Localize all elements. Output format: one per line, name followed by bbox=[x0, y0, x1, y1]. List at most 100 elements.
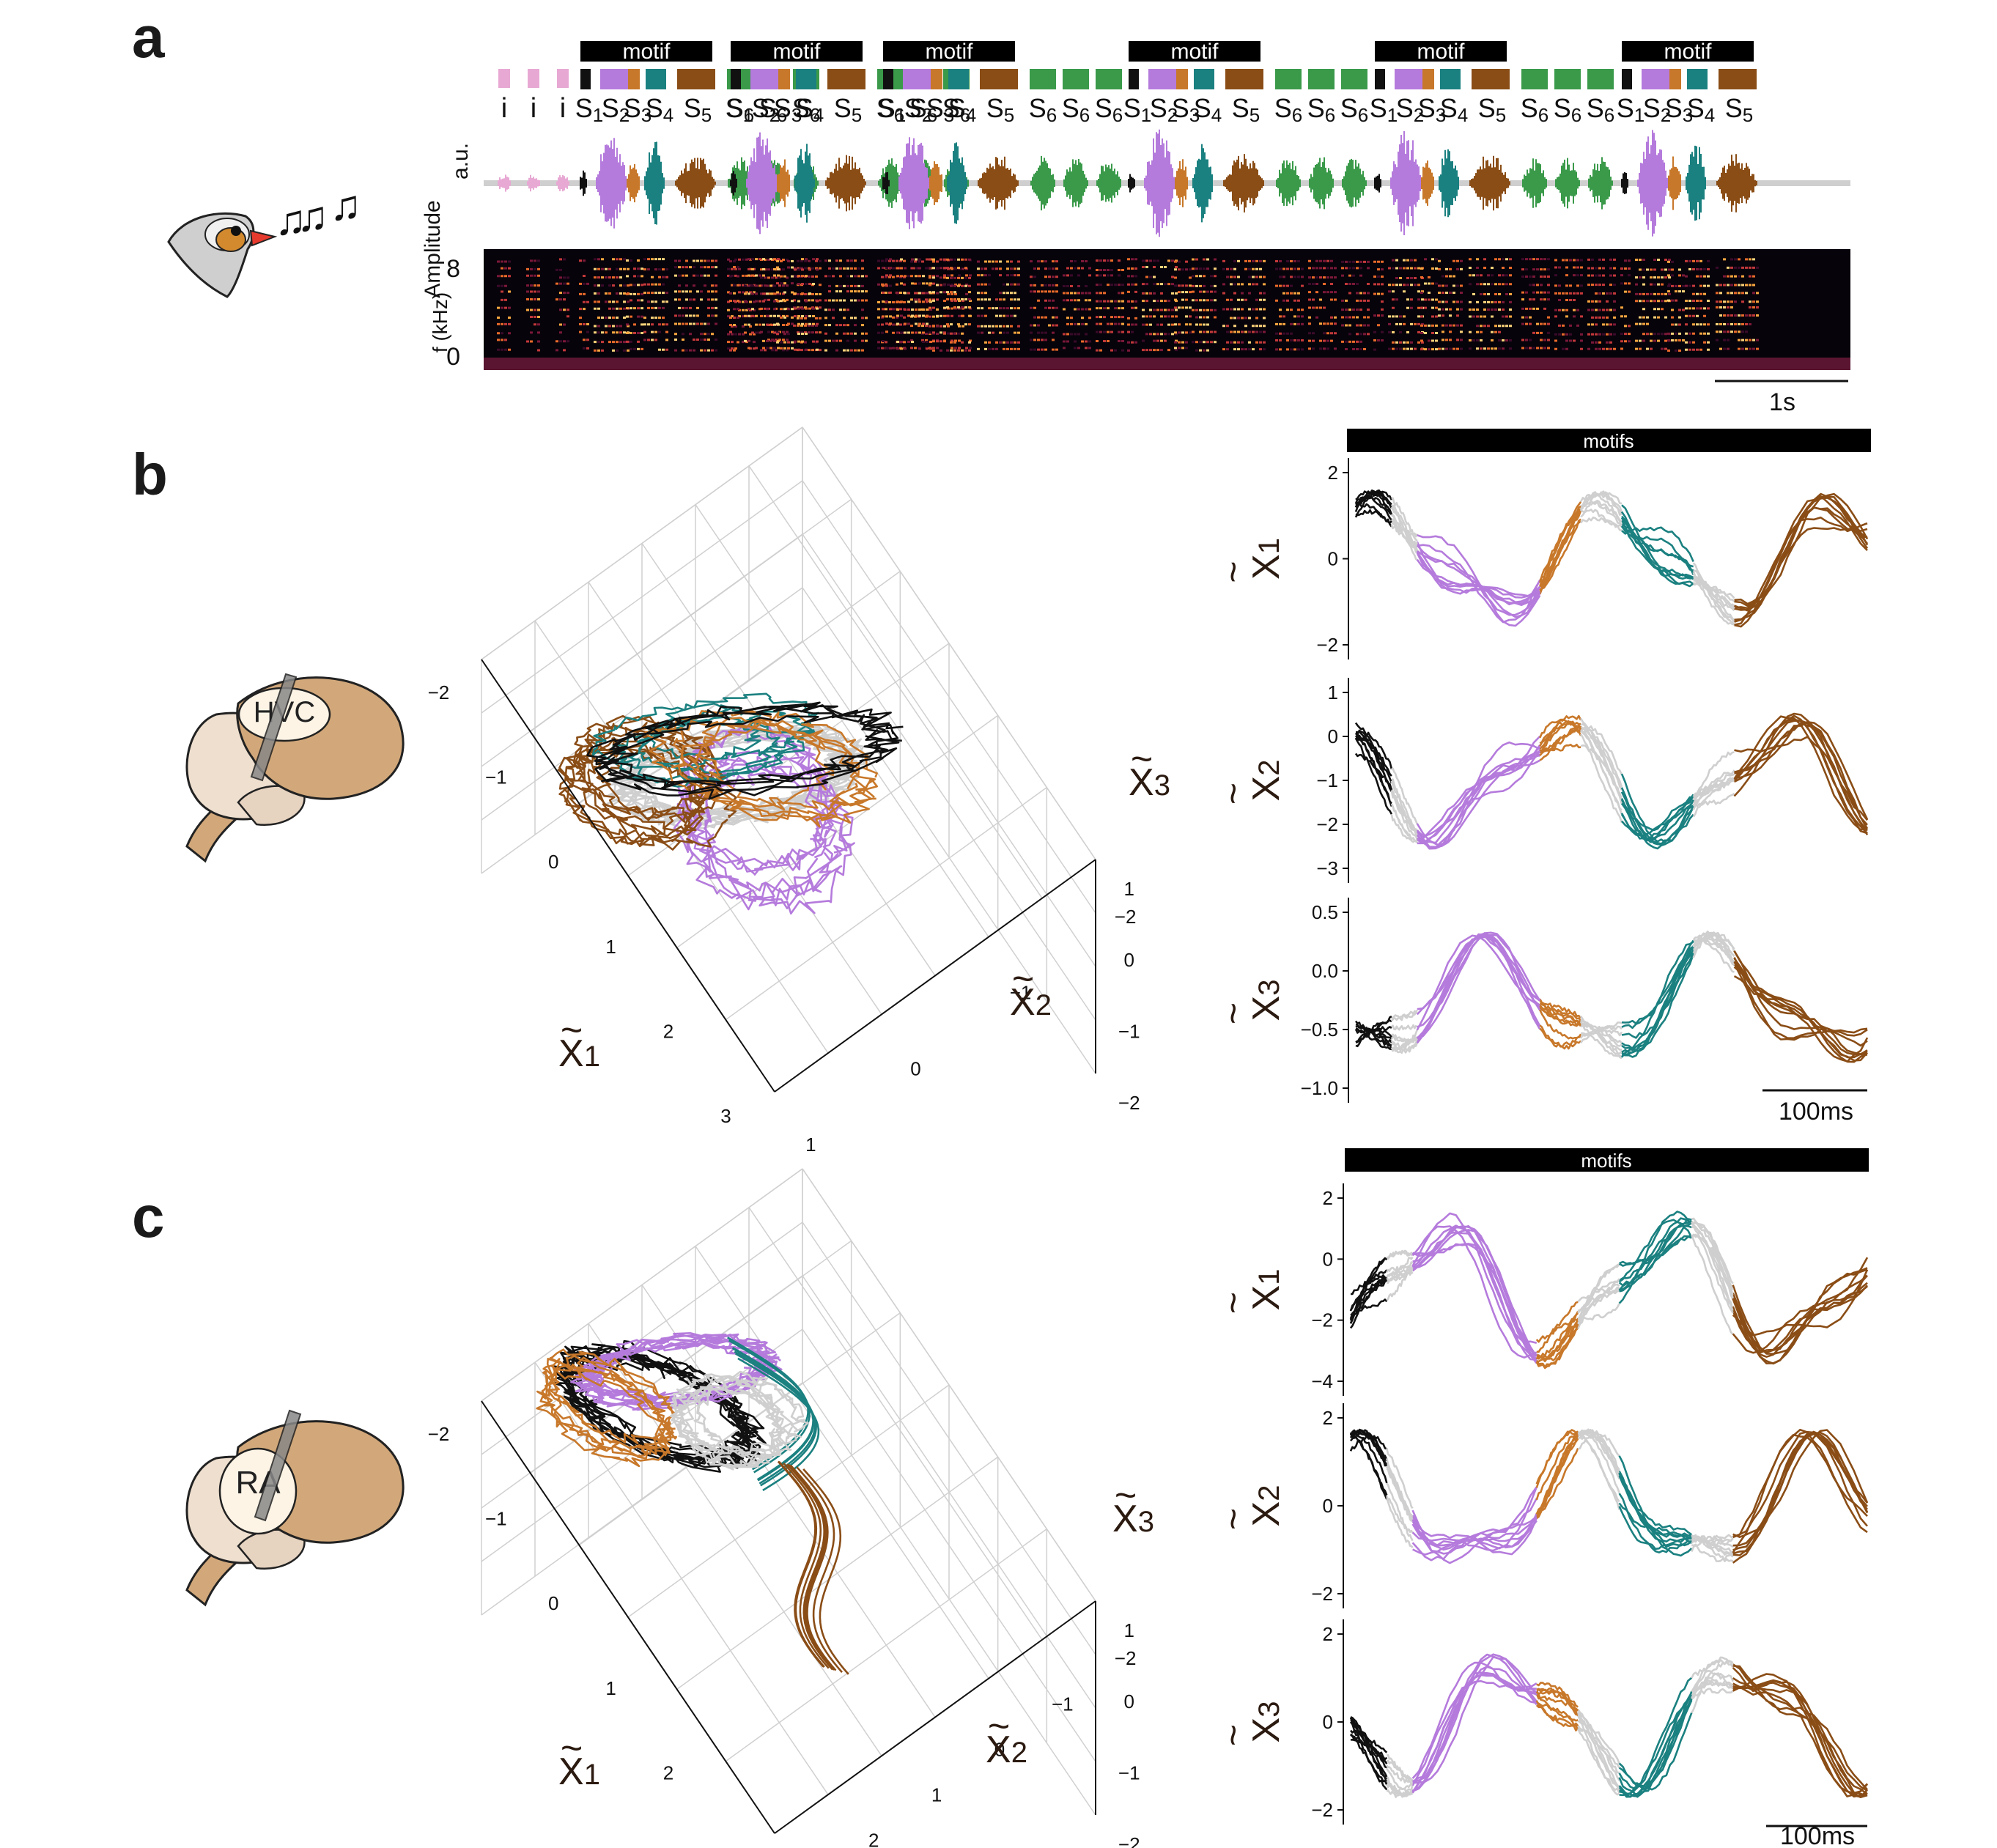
grid-wall bbox=[481, 426, 803, 660]
tick-3d-x2: −2 bbox=[1115, 906, 1137, 928]
trace-tick-label: 0 bbox=[1323, 1248, 1333, 1270]
s6-label: S6 bbox=[1029, 93, 1057, 126]
trace-segment bbox=[1536, 1301, 1579, 1353]
axis-x2 bbox=[774, 1600, 1096, 1834]
trace-variable-tilde: ~ bbox=[1212, 561, 1255, 583]
trace-segment bbox=[1390, 1038, 1418, 1049]
s4-box bbox=[948, 69, 969, 89]
motifs-bar-b-label: motifs bbox=[1583, 430, 1634, 452]
trace-segment bbox=[1618, 1211, 1693, 1304]
spectrogram-harmonics bbox=[1345, 292, 1362, 327]
s5-label: S5 bbox=[1232, 93, 1260, 126]
trace-segment bbox=[1732, 1268, 1868, 1364]
trace-segment bbox=[1349, 1433, 1387, 1452]
trace-segment bbox=[1539, 1002, 1581, 1026]
trace-segment bbox=[1732, 1430, 1868, 1538]
trace-segment bbox=[1692, 751, 1735, 800]
waveform-syllable bbox=[1192, 144, 1213, 223]
trace-segment bbox=[1350, 1716, 1388, 1784]
trace-segment bbox=[1349, 1432, 1388, 1484]
trace-segment bbox=[1621, 953, 1694, 1051]
trace-segment bbox=[1350, 1733, 1388, 1786]
tick-3d-x1: −1 bbox=[485, 1508, 507, 1530]
grid-wall bbox=[802, 1328, 1096, 1762]
spectrogram-harmonics bbox=[597, 258, 622, 352]
trace-segment bbox=[1691, 1660, 1734, 1714]
trace-segment bbox=[1579, 491, 1623, 513]
trace-segment bbox=[1621, 951, 1694, 1039]
tick-3d-x3: −2 bbox=[1118, 1092, 1140, 1114]
trace-segment bbox=[1386, 1458, 1414, 1520]
spectrogram-harmonics bbox=[1424, 258, 1438, 351]
trace-segment bbox=[1733, 957, 1868, 1041]
waveform-syllable bbox=[527, 174, 540, 192]
waveform-syllable bbox=[1668, 156, 1681, 210]
trace-segment bbox=[1416, 550, 1541, 606]
trace-segment bbox=[1732, 1679, 1868, 1798]
spectrogram-harmonics bbox=[1438, 259, 1463, 350]
syllable-boxes bbox=[498, 69, 1757, 89]
trace-segment bbox=[1618, 1712, 1693, 1791]
s1-label: S1 bbox=[1370, 93, 1398, 126]
trace-segment bbox=[1386, 1256, 1414, 1278]
spectrogram-harmonics bbox=[1476, 258, 1512, 350]
spectrogram-harmonics bbox=[534, 259, 540, 270]
spectrogram-harmonics bbox=[643, 276, 668, 351]
s4-box bbox=[1687, 69, 1708, 89]
s4-box bbox=[1440, 69, 1461, 89]
spectrogram-harmonics bbox=[583, 282, 589, 350]
trace-segment bbox=[1539, 720, 1582, 747]
motif-bar-label: motif bbox=[622, 40, 671, 64]
trace-segment bbox=[1411, 1661, 1538, 1779]
trace-segment bbox=[1349, 1430, 1388, 1462]
trajectory-s1 bbox=[599, 714, 902, 800]
trace-segment bbox=[1577, 1432, 1620, 1503]
trace-segment bbox=[1732, 1429, 1869, 1538]
s6-label: S6 bbox=[1062, 93, 1090, 126]
s2-box bbox=[600, 69, 628, 89]
grid-wall bbox=[802, 1168, 1096, 1602]
spectrogram-harmonics bbox=[1420, 276, 1438, 342]
trajectory-s3 bbox=[671, 717, 860, 820]
trajectory-s5 bbox=[778, 1460, 825, 1668]
trace-segment bbox=[1386, 1448, 1414, 1509]
trace-tick-label: −4 bbox=[1311, 1370, 1333, 1392]
trace-segment bbox=[1734, 736, 1869, 835]
motifs-bar-b bbox=[1347, 429, 1871, 452]
trace-variable-tilde: ~ bbox=[1212, 1724, 1255, 1746]
spectrogram-harmonics bbox=[727, 258, 756, 344]
trace-segment bbox=[1535, 1430, 1579, 1488]
spectrogram-harmonics bbox=[526, 298, 540, 318]
trajectory-gap bbox=[696, 1376, 809, 1459]
trace-segment bbox=[1580, 1021, 1623, 1044]
trace-segment bbox=[1692, 792, 1735, 807]
s2-box bbox=[750, 69, 778, 89]
trace-segment bbox=[1349, 1257, 1388, 1321]
s5-label: S5 bbox=[834, 93, 862, 126]
s5-box bbox=[1719, 69, 1757, 89]
trace-segment bbox=[1417, 544, 1541, 624]
trace-segment bbox=[1354, 737, 1393, 815]
tick-3d-x3: 1 bbox=[1124, 1619, 1134, 1641]
s5-box bbox=[677, 69, 715, 89]
trace-tick-label: −2 bbox=[1311, 1309, 1333, 1331]
spectrogram-harmonics bbox=[1192, 258, 1217, 344]
waveform-syllable bbox=[596, 138, 628, 229]
spectrogram-harmonics bbox=[1033, 316, 1055, 327]
svg-text:♫: ♫ bbox=[330, 182, 362, 229]
grid-wall bbox=[481, 533, 803, 767]
tick-3d-x3: 1 bbox=[1124, 878, 1134, 900]
trace-tick-label: 2 bbox=[1323, 1623, 1333, 1645]
trace-segment bbox=[1732, 1269, 1869, 1337]
spectrogram-harmonics bbox=[977, 260, 1020, 350]
trajectory-s4 bbox=[737, 1357, 820, 1492]
waveform-syllable bbox=[1439, 149, 1459, 218]
trace-segment bbox=[1620, 773, 1694, 843]
spectrogram-harmonics bbox=[1275, 260, 1304, 342]
trace-segment bbox=[1734, 721, 1868, 826]
spectrogram-harmonics bbox=[1063, 260, 1091, 350]
trace-segment bbox=[1539, 518, 1581, 592]
trace-segment bbox=[1620, 511, 1694, 585]
spectrogram-harmonics bbox=[1308, 259, 1337, 342]
trace-segment bbox=[1391, 1033, 1418, 1044]
